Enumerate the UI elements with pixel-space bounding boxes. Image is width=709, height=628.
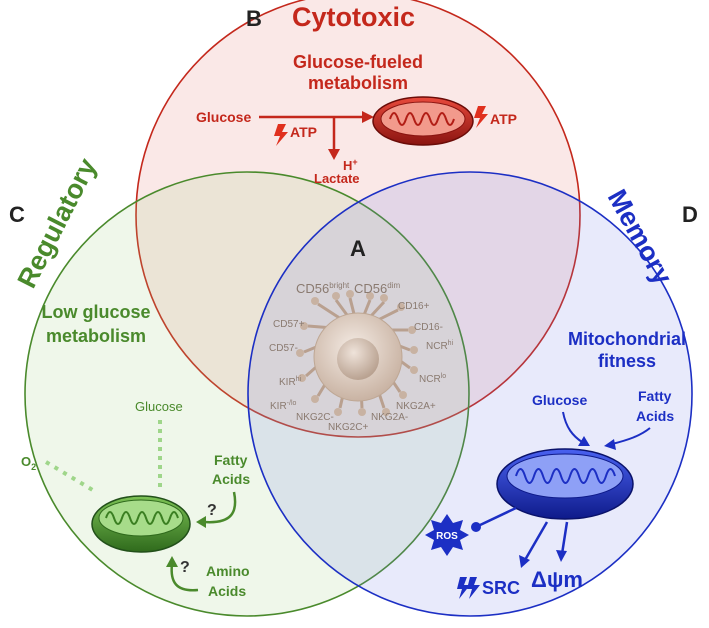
ros-label: ROS bbox=[436, 531, 458, 542]
kir-hi: KIRhi bbox=[279, 376, 302, 388]
nkg2c-plus: NKG2C+ bbox=[328, 422, 368, 433]
amino-arrow bbox=[170, 563, 199, 592]
arrowhead-top bbox=[362, 111, 374, 123]
amino-2: Acids bbox=[208, 583, 246, 599]
cytotoxic-circle bbox=[135, 0, 581, 438]
mitochondrion-blue-icon bbox=[496, 448, 634, 520]
src-label: SRC bbox=[482, 578, 520, 598]
cd16-plus: CD16+ bbox=[398, 301, 430, 312]
lactate-label: Lactate bbox=[314, 171, 360, 186]
glucose-label-top: Glucose bbox=[196, 109, 251, 125]
question-2: ? bbox=[180, 559, 190, 576]
section-d-letter: D bbox=[682, 202, 698, 227]
src-arrow bbox=[523, 521, 549, 561]
o2-label: O2 bbox=[21, 454, 36, 472]
ros-inhibit-cap bbox=[471, 522, 481, 532]
glucose-fueled-line2: metabolism bbox=[308, 73, 408, 93]
ros-inhibit-line bbox=[477, 506, 517, 528]
cd56-bright: CD56bright bbox=[296, 281, 350, 296]
arrowhead-dpsi bbox=[556, 550, 567, 562]
fatty-left-1: Fatty bbox=[214, 452, 248, 468]
mito-fitness-line2: fitness bbox=[598, 351, 656, 371]
arrowhead-src bbox=[519, 555, 530, 568]
arrowhead-right-2 bbox=[604, 439, 616, 450]
lactate-arrowhead bbox=[328, 149, 340, 160]
fatty-arrow-left bbox=[203, 491, 237, 524]
ros-burst-icon bbox=[425, 514, 469, 556]
amino-1: Amino bbox=[206, 563, 250, 579]
lightning-icon bbox=[457, 577, 470, 599]
cytotoxic-title: Cytotoxic bbox=[292, 2, 415, 32]
kir-lo: KIR-/lo bbox=[270, 400, 297, 412]
fatty-arrow-right bbox=[611, 427, 651, 445]
cd57-plus: CD57+ bbox=[273, 319, 305, 330]
glucose-fueled-line1: Glucose-fueled bbox=[293, 52, 423, 72]
cd57-minus: CD57- bbox=[269, 343, 298, 354]
low-glucose-line1: Low glucose bbox=[41, 302, 150, 322]
nk-cell-nucleus bbox=[337, 338, 379, 380]
glucose-label-right: Glucose bbox=[532, 392, 587, 408]
dpsi-arrow bbox=[560, 521, 569, 555]
question-1: ? bbox=[207, 502, 217, 519]
atp-right: ATP bbox=[490, 111, 517, 127]
delta-psi-label: Δψm bbox=[531, 567, 583, 592]
nkg2a-minus: NKG2A- bbox=[371, 412, 408, 423]
section-c-letter: C bbox=[9, 202, 25, 227]
section-a-letter: A bbox=[350, 236, 366, 261]
lightning-icon bbox=[474, 106, 488, 128]
mito-fitness-line1: Mitochondrial bbox=[568, 329, 686, 349]
nkg2a-plus: NKG2A+ bbox=[396, 401, 436, 412]
arrowhead-right-1 bbox=[578, 436, 590, 446]
nkg2c-minus: NKG2C- bbox=[296, 412, 334, 423]
cd56-dim: CD56dim bbox=[354, 281, 400, 296]
atp-left: ATP bbox=[290, 124, 317, 140]
section-b-letter: B bbox=[246, 6, 262, 31]
fatty-left-2: Acids bbox=[212, 471, 250, 487]
hplus-label: H+ bbox=[343, 157, 358, 173]
mitochondrion-green-icon bbox=[91, 495, 191, 553]
cd16-minus: CD16- bbox=[414, 322, 443, 333]
ncr-hi: NCRhi bbox=[426, 340, 454, 352]
lightning-icon bbox=[467, 577, 480, 599]
lightning-icon bbox=[274, 124, 288, 146]
fatty-right-2: Acids bbox=[636, 408, 674, 424]
low-glucose-line2: metabolism bbox=[46, 326, 146, 346]
arrowhead-left-1 bbox=[196, 516, 206, 528]
ncr-lo: NCRlo bbox=[419, 373, 446, 385]
mitochondrion-red-icon bbox=[372, 96, 474, 146]
fatty-right-1: Fatty bbox=[638, 388, 672, 404]
glucose-arrow-right bbox=[562, 411, 583, 443]
arrowhead-left-2 bbox=[166, 556, 178, 567]
glucose-label-left: Glucose bbox=[135, 399, 183, 414]
